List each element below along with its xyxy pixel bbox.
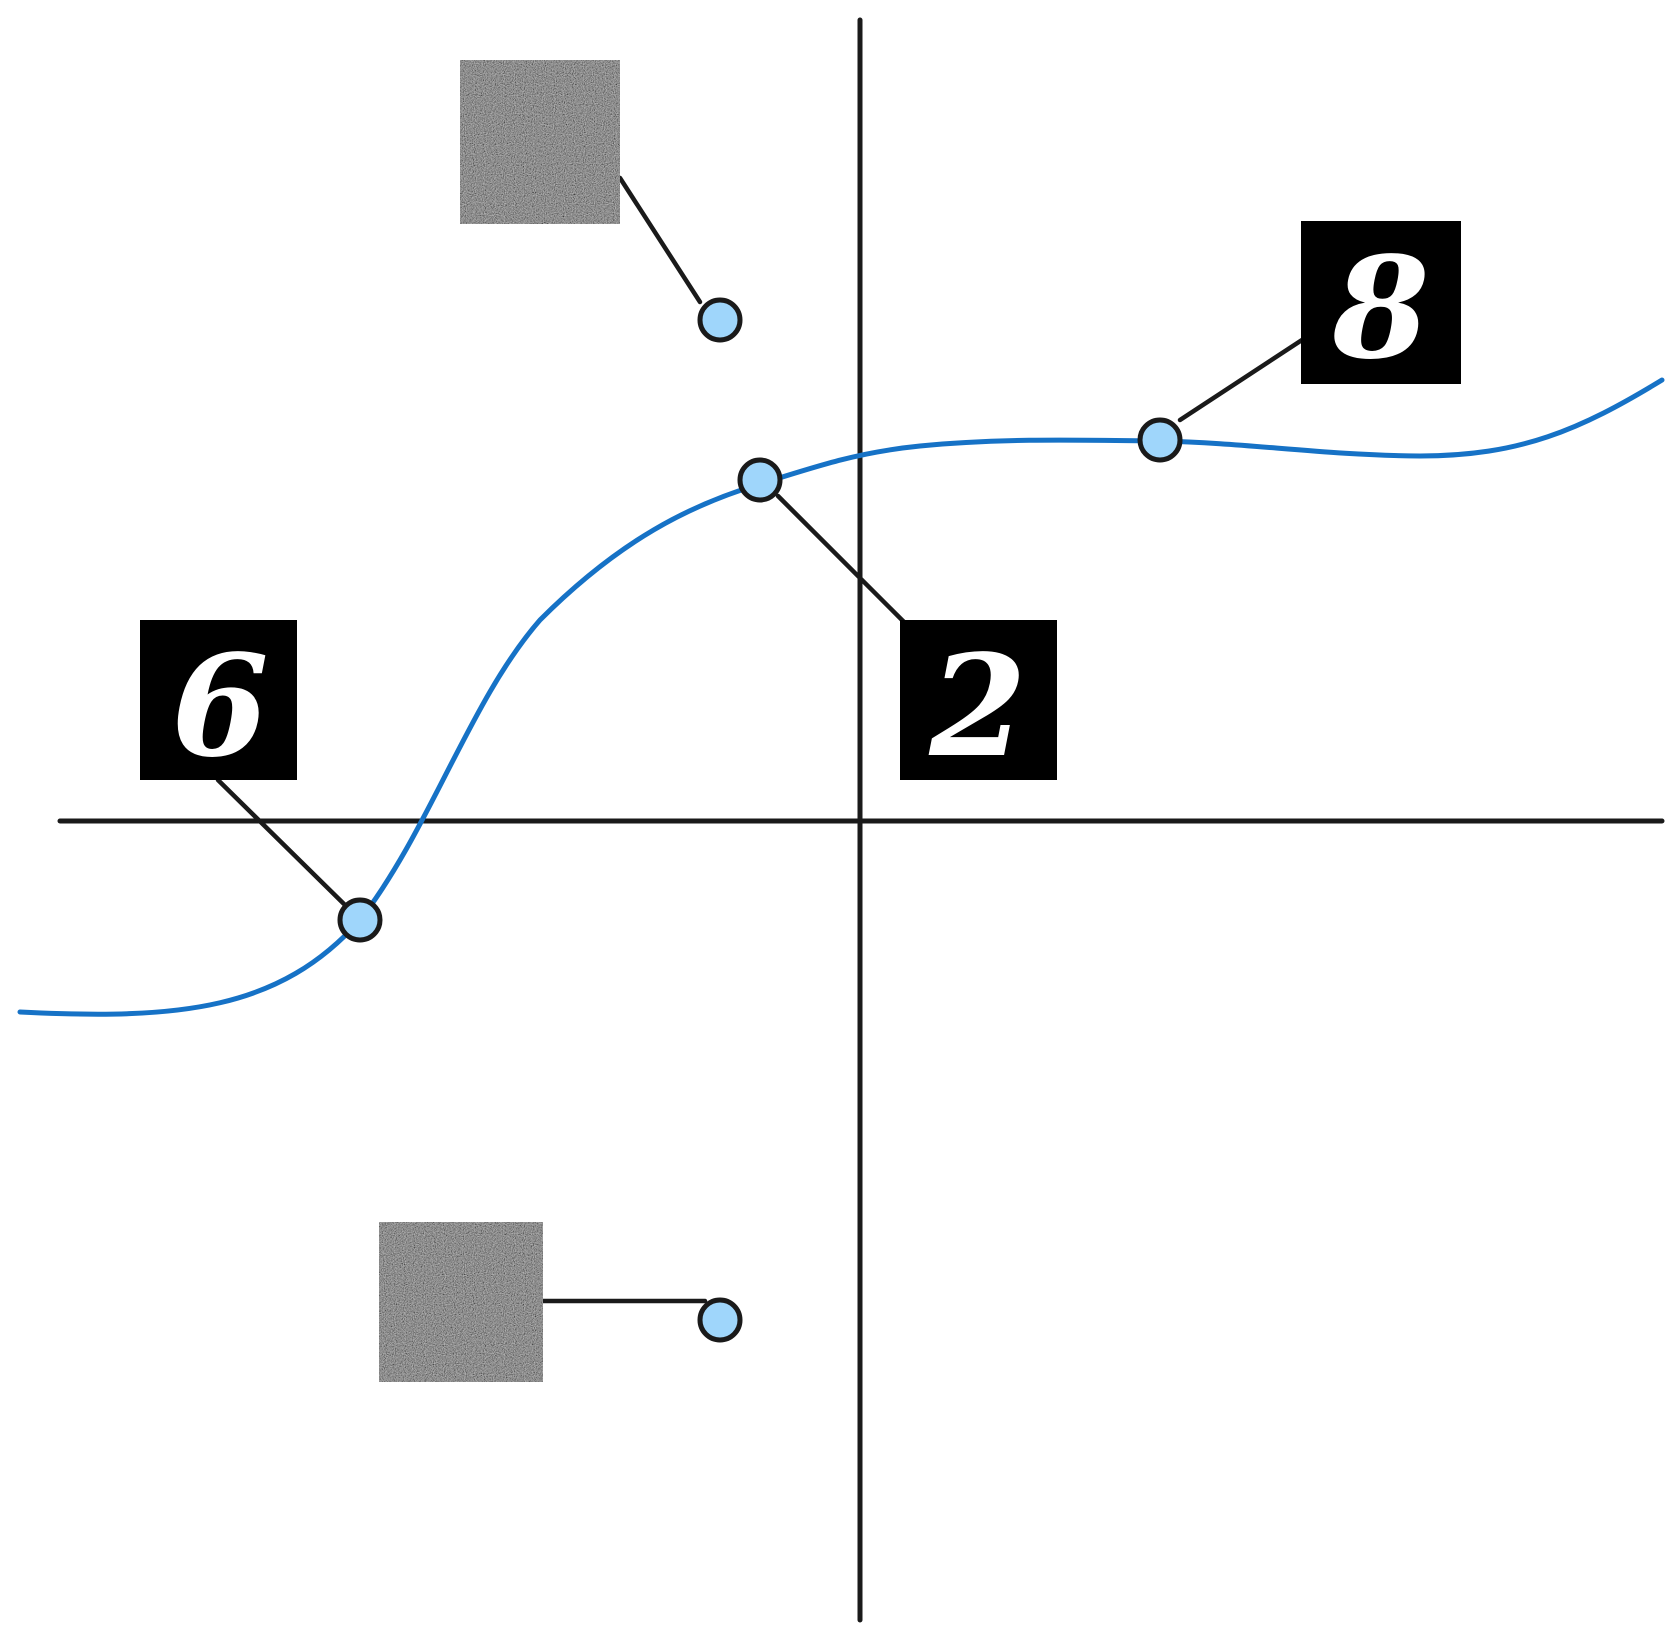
digit-6-glyph: 6: [171, 625, 268, 789]
digit-sample-2: 2: [900, 620, 1057, 789]
digit-2-glyph: 2: [928, 625, 1026, 789]
leader-digit-8: [1177, 335, 1308, 423]
leader-digit-2: [775, 493, 907, 625]
leader-noise-top: [617, 175, 703, 305]
point-noise-top: [697, 297, 743, 343]
noise-sample-bottom: [379, 1222, 543, 1382]
point-digit-6: [337, 897, 383, 943]
point-noise-bottom: [697, 1297, 743, 1343]
noise-sample-top: [460, 60, 620, 224]
point-digit-2: [737, 457, 783, 503]
leader-digit-6: [215, 777, 348, 908]
digit-sample-8: 8: [1301, 221, 1461, 391]
digit-sample-6: 6: [140, 620, 297, 789]
point-digit-8: [1137, 417, 1183, 463]
digit-8-glyph: 8: [1331, 227, 1429, 391]
